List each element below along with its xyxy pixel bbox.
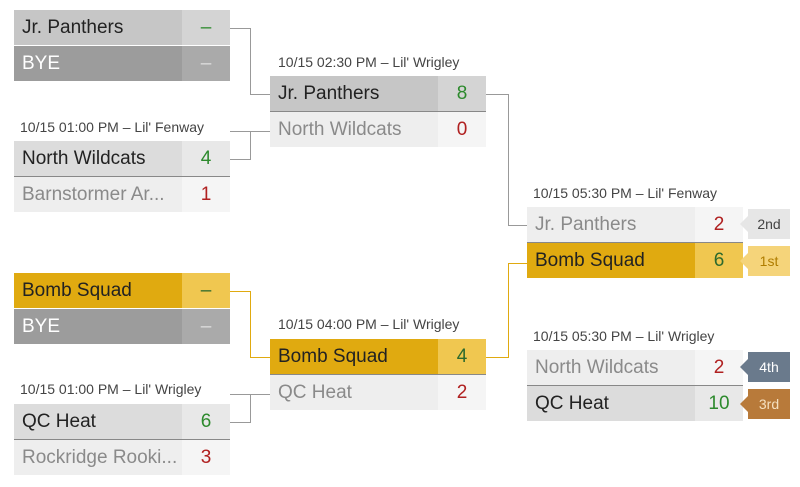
match-caption: 10/15 04:00 PM – Lil' Wrigley <box>278 316 460 332</box>
team-name: North Wildcats <box>278 118 402 140</box>
bracket-connector <box>230 422 250 423</box>
match-caption: 10/15 05:30 PM – Lil' Wrigley <box>533 328 715 344</box>
team-name: BYE <box>22 315 61 337</box>
bracket-connector <box>230 394 251 423</box>
team-score: 2 <box>695 207 743 242</box>
team-name: North Wildcats <box>22 147 146 169</box>
team-row[interactable]: Jr. Panthers 2 <box>527 207 743 243</box>
bracket-connector <box>250 394 270 395</box>
team-name: BYE <box>22 52 61 74</box>
team-name: Bomb Squad <box>22 279 132 301</box>
match-caption: 10/15 01:00 PM – Lil' Wrigley <box>20 381 202 397</box>
team-name: QC Heat <box>535 392 609 414</box>
placement-badge-1st: 1st <box>740 246 790 276</box>
team-name: QC Heat <box>22 410 96 432</box>
bracket-connector <box>486 94 509 226</box>
team-row[interactable]: Bomb Squad – <box>14 273 230 309</box>
match-r2-2: Bomb Squad 4 QC Heat 2 <box>270 339 486 411</box>
team-score: 3 <box>182 440 230 475</box>
placement-badge-2nd: 2nd <box>740 209 790 239</box>
bracket-connector <box>250 131 270 132</box>
team-score: 10 <box>695 386 743 421</box>
team-row[interactable]: Rockridge Rooki... 3 <box>14 440 230 476</box>
team-row[interactable]: Bomb Squad 4 <box>270 339 486 375</box>
match-r1-3: Bomb Squad – BYE – <box>14 273 230 345</box>
match-r1-2: North Wildcats 4 Barnstormer Ar... 1 <box>14 141 230 213</box>
team-name: Bomb Squad <box>535 249 645 271</box>
team-name: Jr. Panthers <box>535 213 637 235</box>
team-score: – <box>182 273 230 308</box>
team-score: 4 <box>182 141 230 176</box>
team-score: 0 <box>438 112 486 147</box>
team-row[interactable]: North Wildcats 2 <box>527 350 743 386</box>
team-score: – <box>182 46 230 81</box>
match-caption: 10/15 02:30 PM – Lil' Wrigley <box>278 54 460 70</box>
placement-badge-3rd: 3rd <box>740 389 790 419</box>
team-row[interactable]: North Wildcats 0 <box>270 112 486 148</box>
team-row[interactable]: QC Heat 10 <box>527 386 743 422</box>
team-row[interactable]: Jr. Panthers – <box>14 10 230 46</box>
match-caption: 10/15 05:30 PM – Lil' Fenway <box>533 185 718 201</box>
placement-badge-4th: 4th <box>740 352 790 382</box>
bracket-connector <box>250 94 270 95</box>
match-r1-4: QC Heat 6 Rockridge Rooki... 3 <box>14 404 230 476</box>
team-name: Jr. Panthers <box>278 82 380 104</box>
bracket-connector <box>508 225 527 226</box>
team-score: 2 <box>438 375 486 410</box>
team-name: North Wildcats <box>535 356 659 378</box>
team-score: 6 <box>182 404 230 439</box>
match-final: Jr. Panthers 2 Bomb Squad 6 <box>527 207 743 279</box>
team-row: BYE – <box>14 309 230 345</box>
match-caption: 10/15 01:00 PM – Lil' Fenway <box>20 119 205 135</box>
team-score: 2 <box>695 350 743 385</box>
team-row[interactable]: Barnstormer Ar... 1 <box>14 177 230 213</box>
team-name: Bomb Squad <box>278 345 388 367</box>
bracket-connector <box>508 263 527 264</box>
team-name: Jr. Panthers <box>22 16 124 38</box>
match-r2-1: Jr. Panthers 8 North Wildcats 0 <box>270 76 486 148</box>
team-row[interactable]: Bomb Squad 6 <box>527 243 743 279</box>
team-row[interactable]: North Wildcats 4 <box>14 141 230 177</box>
bracket-connector <box>230 28 251 95</box>
team-score: 6 <box>695 243 743 278</box>
team-score: 1 <box>182 177 230 212</box>
team-name: QC Heat <box>278 381 352 403</box>
team-score: 8 <box>438 76 486 111</box>
team-score: – <box>182 309 230 344</box>
team-row[interactable]: Jr. Panthers 8 <box>270 76 486 112</box>
team-row[interactable]: QC Heat 6 <box>14 404 230 440</box>
bracket-connector <box>250 357 270 358</box>
team-name: Rockridge Rooki... <box>22 446 178 468</box>
bracket-connector <box>230 291 251 358</box>
team-score: – <box>182 10 230 45</box>
bracket-connector <box>230 159 250 160</box>
team-name: Barnstormer Ar... <box>22 183 165 205</box>
team-row: BYE – <box>14 46 230 82</box>
bracket-connector <box>486 263 509 358</box>
bracket-connector <box>230 131 251 160</box>
match-third-place: North Wildcats 2 QC Heat 10 <box>527 350 743 422</box>
team-row[interactable]: QC Heat 2 <box>270 375 486 411</box>
team-score: 4 <box>438 339 486 374</box>
match-r1-1: Jr. Panthers – BYE – <box>14 10 230 82</box>
